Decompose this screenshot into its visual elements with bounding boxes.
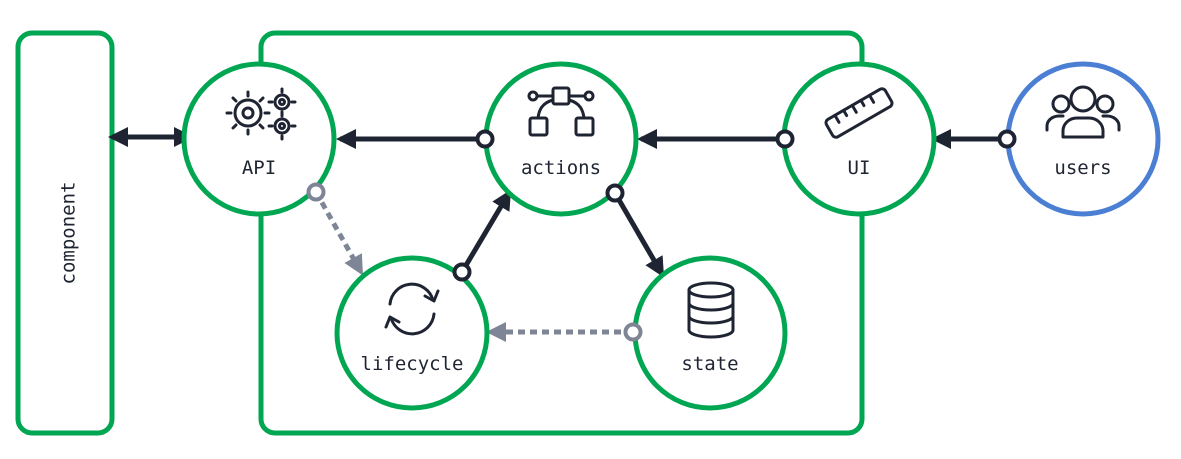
users-group-icon <box>1045 85 1121 139</box>
component-panel: component <box>15 30 115 436</box>
database-icon <box>687 281 735 339</box>
component-label: component <box>58 182 80 285</box>
node-actions: actions <box>483 61 639 217</box>
refresh-icon <box>384 282 440 336</box>
node-users: users <box>1005 61 1161 217</box>
node-state-label: state <box>681 353 738 375</box>
node-ui-label: UI <box>848 157 871 179</box>
dot-users-left <box>997 129 1017 149</box>
dot-actions-left <box>475 129 495 149</box>
node-actions-label: actions <box>521 157 601 179</box>
node-lifecycle-label: lifecycle <box>361 353 464 375</box>
ruler-icon <box>824 87 894 139</box>
connectors <box>108 127 1007 342</box>
node-state: state <box>632 255 788 411</box>
dot-ui-left <box>775 129 795 149</box>
arrow-api-lifecycle <box>313 190 364 276</box>
arrow-actions-state <box>612 191 665 278</box>
connector-dots <box>306 129 1017 342</box>
node-api-label: API <box>242 157 276 179</box>
arrow-lifecycle-actions <box>459 189 512 274</box>
dot-api-bottom <box>306 182 326 202</box>
node-lifecycle: lifecycle <box>334 255 490 411</box>
dot-state-left <box>623 322 643 342</box>
component-frame <box>258 30 865 436</box>
node-ui: UI <box>781 61 937 217</box>
node-api: API <box>181 61 337 217</box>
dot-actions-bottom <box>605 183 625 203</box>
gears-icon <box>225 87 297 141</box>
vector-path-icon <box>527 86 595 137</box>
dot-lifecycle-top <box>452 262 472 282</box>
node-users-label: users <box>1054 157 1111 179</box>
